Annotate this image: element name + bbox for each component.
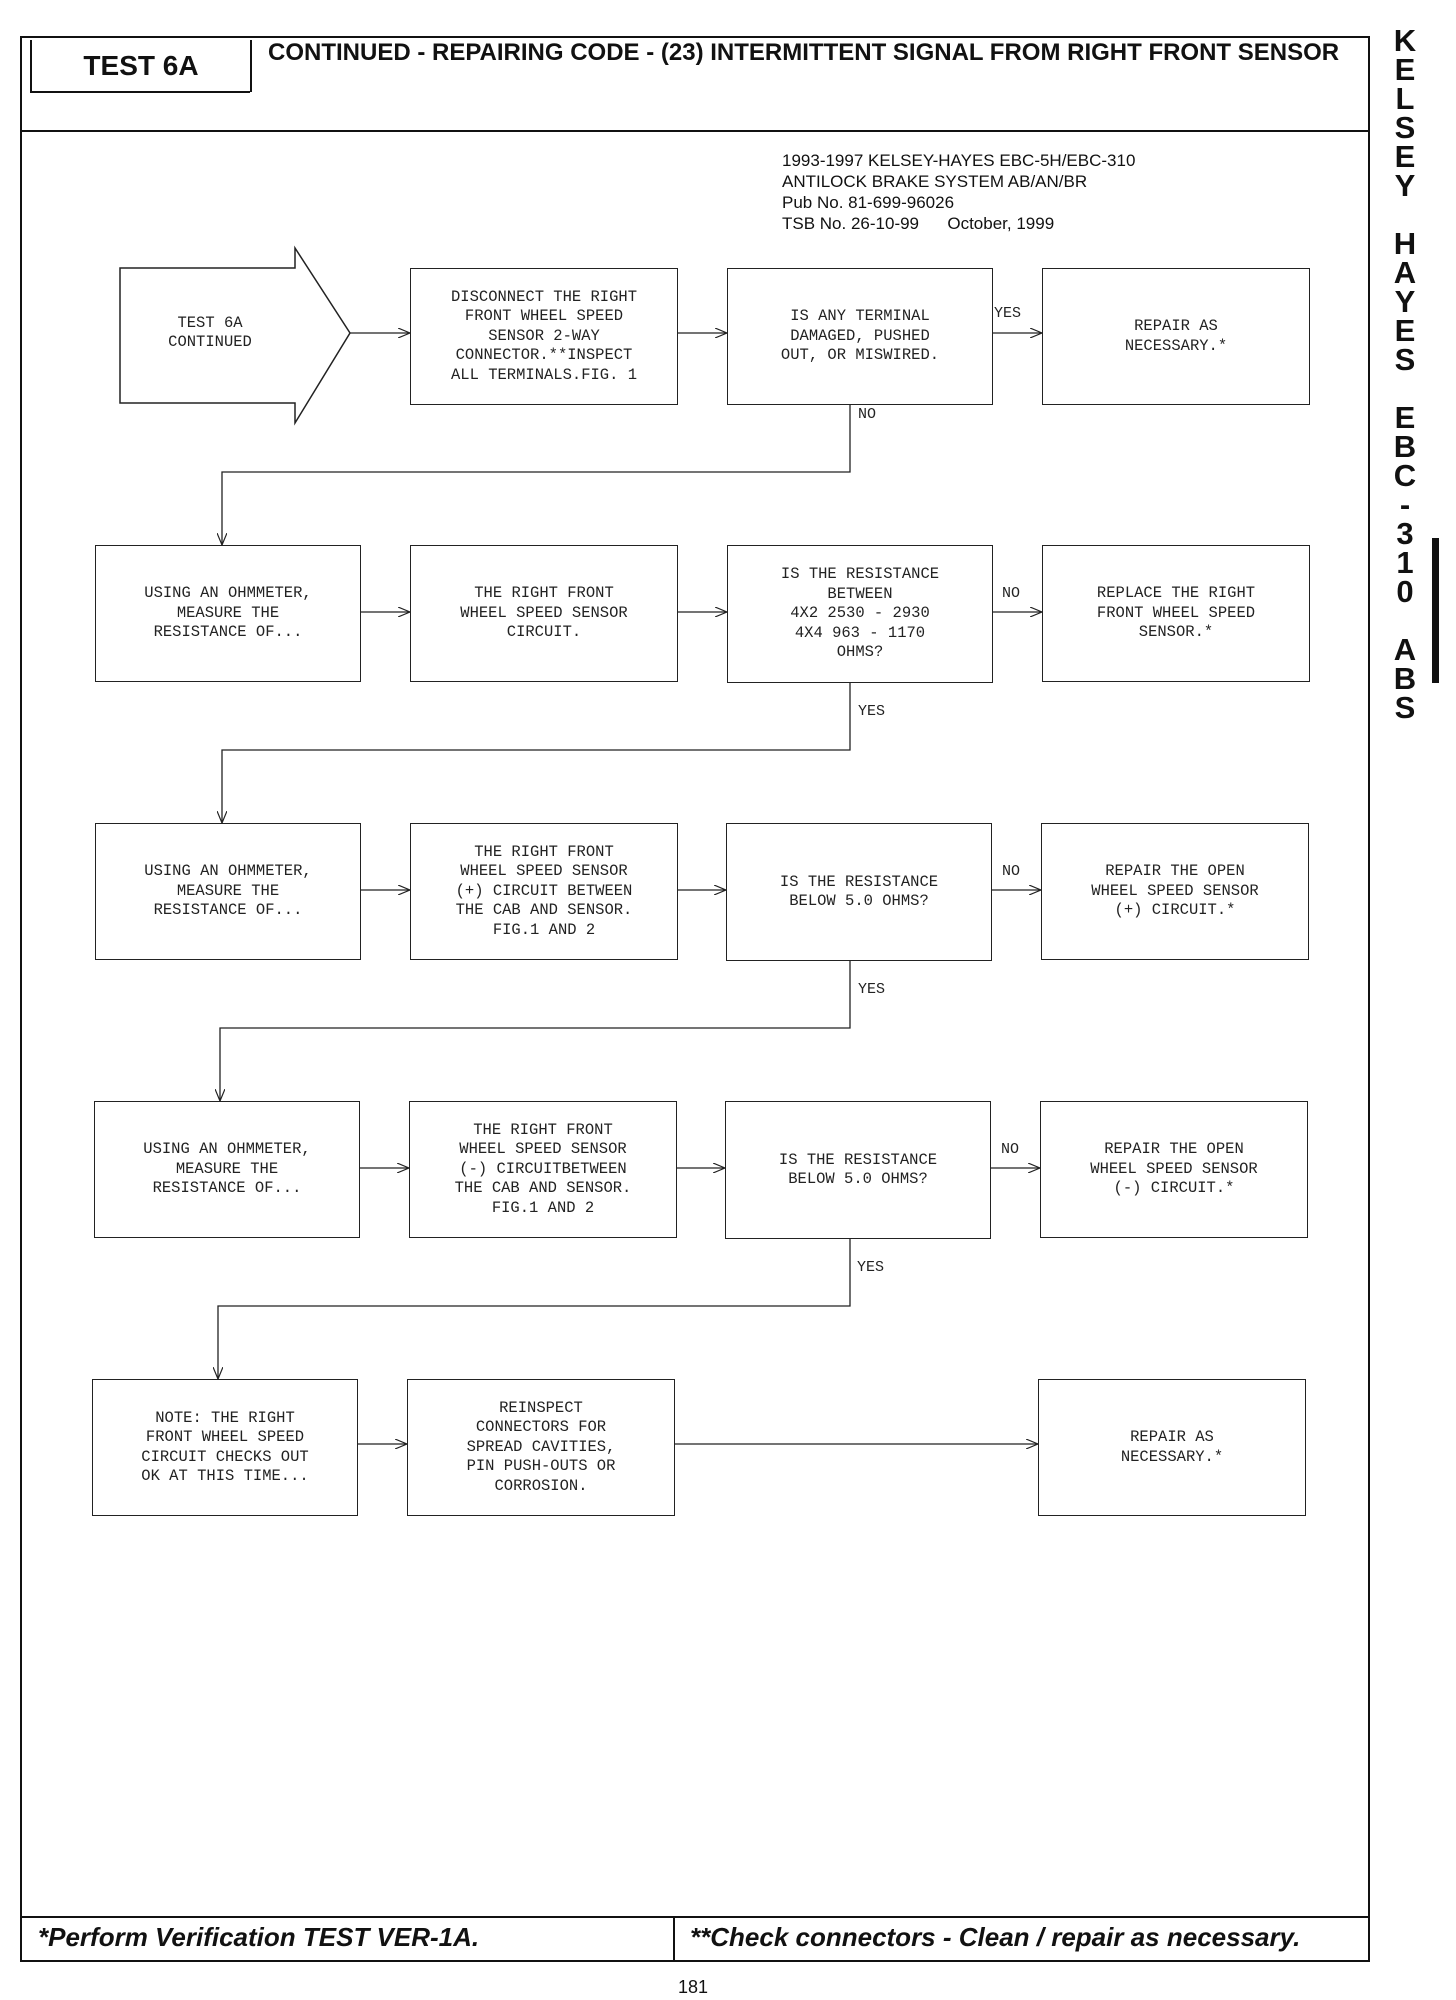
- action-measure-resistance: USING AN OHMMETER, MEASURE THE RESISTANC…: [95, 545, 361, 682]
- sidebar-letter: -: [1399, 487, 1411, 522]
- label-no: NO: [1002, 863, 1021, 880]
- start-label: TEST 6A CONTINUED: [168, 313, 252, 352]
- question-resistance-below-5: IS THE RESISTANCE BELOW 5.0 OHMS?: [725, 1101, 991, 1239]
- sidebar-letter: A: [1393, 255, 1417, 290]
- start-arrow-shape: [119, 245, 351, 426]
- label-no: NO: [858, 406, 877, 423]
- step-disconnect-connector: DISCONNECT THE RIGHT FRONT WHEEL SPEED S…: [410, 268, 678, 405]
- test-label-right-border: [250, 40, 252, 92]
- sidebar-letter: H: [1393, 226, 1417, 261]
- step-reinspect-connectors: REINSPECT CONNECTORS FOR SPREAD CAVITIES…: [407, 1379, 675, 1516]
- target-positive-circuit: THE RIGHT FRONT WHEEL SPEED SENSOR (+) C…: [410, 823, 678, 960]
- pub-line: 1993-1997 KELSEY-HAYES EBC-5H/EBC-310: [782, 151, 1136, 170]
- sidebar-letter: B: [1393, 429, 1417, 464]
- target-negative-circuit: THE RIGHT FRONT WHEEL SPEED SENSOR (-) C…: [409, 1101, 677, 1238]
- test-label: TEST 6A: [83, 50, 199, 81]
- sidebar-letter: 3: [1396, 516, 1414, 551]
- sidebar-letter: L: [1395, 81, 1415, 116]
- sidebar-letter: E: [1394, 400, 1416, 435]
- label-yes: YES: [858, 703, 886, 720]
- sidebar-letter: S: [1394, 110, 1416, 145]
- sidebar-letter: Y: [1394, 284, 1416, 319]
- label-yes: YES: [858, 981, 886, 998]
- pub-line: ANTILOCK BRAKE SYSTEM AB/AN/BR: [782, 172, 1088, 191]
- sidebar-letter: S: [1394, 342, 1416, 377]
- pub-line: Pub No. 81-699-96026: [782, 193, 955, 212]
- test-label-left-border: [30, 40, 32, 92]
- footer-divider: [20, 1916, 1370, 1918]
- sidebar-letter: S: [1394, 690, 1416, 725]
- note-circuit-ok: NOTE: THE RIGHT FRONT WHEEL SPEED CIRCUI…: [92, 1379, 358, 1516]
- pub-line: TSB No. 26-10-99 October, 1999: [782, 214, 1055, 233]
- action-measure-resistance: USING AN OHMMETER, MEASURE THE RESISTANC…: [94, 1101, 360, 1238]
- target-sensor-circuit: THE RIGHT FRONT WHEEL SPEED SENSOR CIRCU…: [410, 545, 678, 682]
- publication-info: 1993-1997 KELSEY-HAYES EBC-5H/EBC-310 AN…: [782, 150, 1135, 234]
- connector-yes-row4: [218, 1239, 851, 1379]
- sidebar-letter: E: [1394, 139, 1416, 174]
- page-title: CONTINUED - REPAIRING CODE - (23) INTERM…: [268, 39, 1340, 66]
- connector-yes-row2: [222, 683, 851, 823]
- sidebar-letter: E: [1394, 52, 1416, 87]
- sidebar-letter: E: [1394, 313, 1416, 348]
- revision-bar: [1432, 538, 1439, 683]
- footer-connector-note: **Check connectors - Clean / repair as n…: [690, 1922, 1301, 1952]
- sidebar-letter: Y: [1394, 168, 1416, 203]
- sidebar-letter: 1: [1396, 545, 1414, 580]
- label-yes: YES: [994, 305, 1022, 322]
- label-no: NO: [1001, 1141, 1020, 1158]
- test-label-bottom-border: [30, 91, 250, 93]
- page-number: 181: [677, 1977, 709, 1997]
- footer-verification-note: *Perform Verification TEST VER-1A.: [38, 1922, 480, 1952]
- footer-split: [673, 1916, 675, 1960]
- sidebar-letter: B: [1393, 661, 1417, 696]
- sidebar-letter: A: [1393, 632, 1417, 667]
- result-repair-negative-circuit: REPAIR THE OPEN WHEEL SPEED SENSOR (-) C…: [1040, 1101, 1308, 1238]
- question-resistance-range: IS THE RESISTANCE BETWEEN 4X2 2530 - 293…: [727, 545, 993, 683]
- result-replace-sensor: REPLACE THE RIGHT FRONT WHEEL SPEED SENS…: [1042, 545, 1310, 682]
- sidebar-letter: K: [1393, 23, 1417, 58]
- question-terminal-damage: IS ANY TERMINAL DAMAGED, PUSHED OUT, OR …: [727, 268, 993, 405]
- sidebar-letter: C: [1393, 458, 1417, 493]
- label-yes: YES: [857, 1259, 885, 1276]
- sidebar-letter: 0: [1396, 574, 1414, 609]
- connector-no-row1: [222, 405, 851, 545]
- result-repair-positive-circuit: REPAIR THE OPEN WHEEL SPEED SENSOR (+) C…: [1041, 823, 1309, 960]
- label-no: NO: [1002, 585, 1021, 602]
- connector-yes-row3: [220, 961, 851, 1101]
- result-repair-as-necessary: REPAIR AS NECESSARY.*: [1038, 1379, 1306, 1516]
- header-divider: [20, 130, 1370, 132]
- result-repair-as-necessary: REPAIR AS NECESSARY.*: [1042, 268, 1310, 405]
- question-resistance-below-5: IS THE RESISTANCE BELOW 5.0 OHMS?: [726, 823, 992, 961]
- action-measure-resistance: USING AN OHMMETER, MEASURE THE RESISTANC…: [95, 823, 361, 960]
- page-frame: [20, 36, 1370, 1962]
